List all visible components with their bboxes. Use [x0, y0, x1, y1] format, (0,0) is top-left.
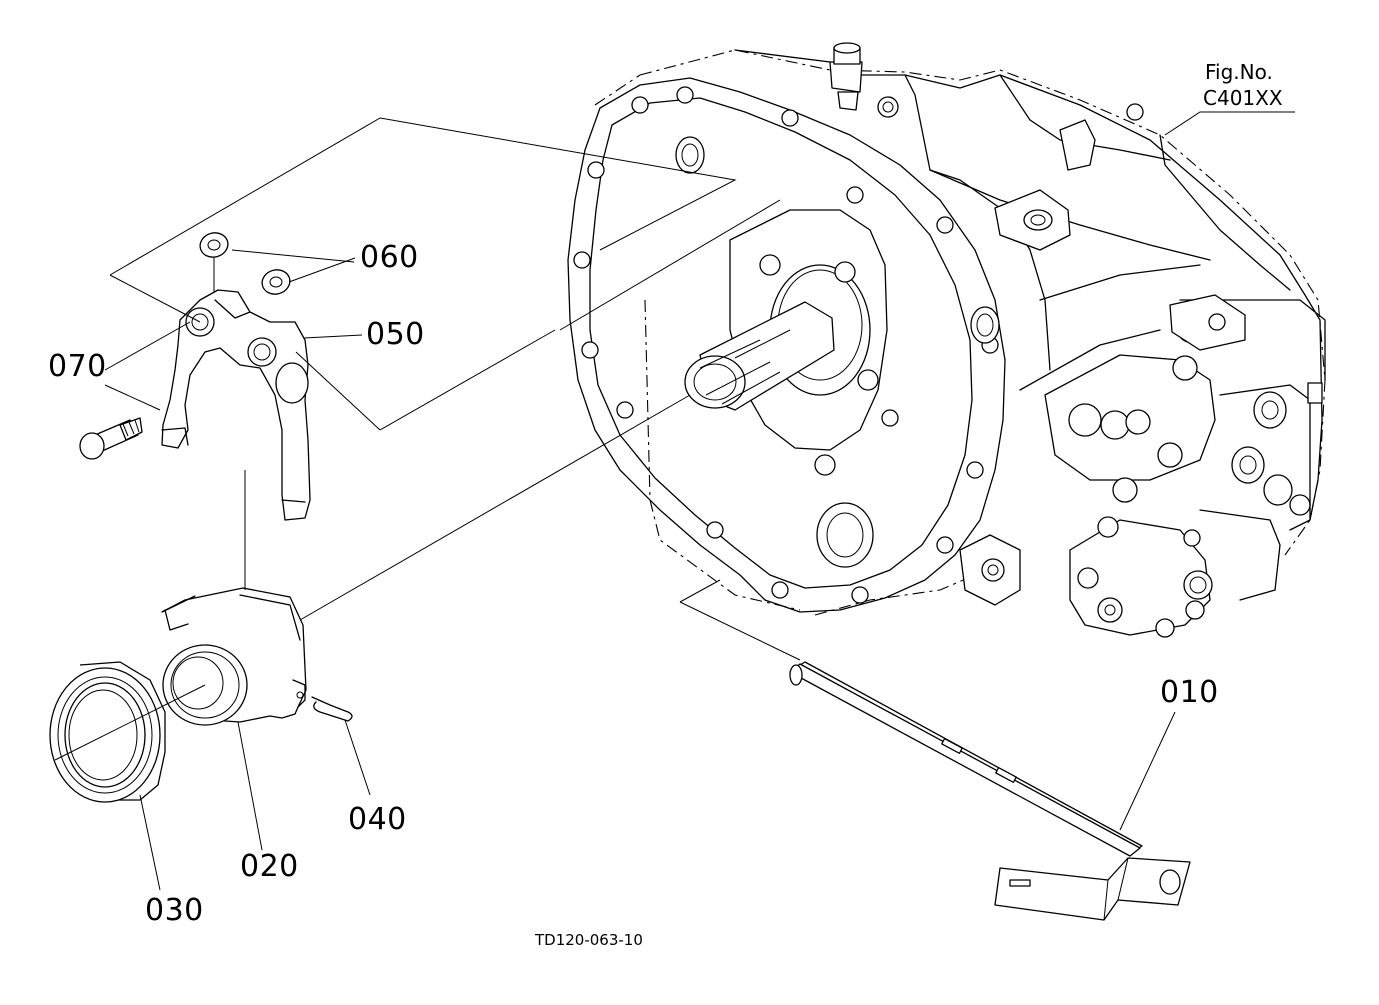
callout-030: 030	[145, 893, 204, 928]
callout-050: 050	[366, 317, 425, 352]
washer-parts	[199, 232, 291, 295]
release-fork-part	[161, 289, 311, 521]
callout-060: 060	[360, 240, 419, 275]
fig-number: C401XX	[1203, 86, 1283, 110]
spring-clip-part	[311, 696, 353, 722]
callout-010: 010	[1160, 675, 1219, 710]
drawing-code: TD120-063-10	[535, 931, 643, 949]
callout-040: 040	[348, 802, 407, 837]
bolt-part	[79, 417, 143, 460]
fig-label: Fig.No.	[1205, 60, 1273, 84]
transmission-housing	[567, 42, 1326, 638]
release-bearing-hub-part	[161, 587, 307, 726]
release-bearing-part	[49, 661, 166, 803]
callout-020: 020	[240, 849, 299, 884]
assembly-lines	[54, 111, 1295, 891]
callout-070: 070	[48, 349, 107, 384]
release-shaft-lever-part	[789, 661, 1191, 921]
